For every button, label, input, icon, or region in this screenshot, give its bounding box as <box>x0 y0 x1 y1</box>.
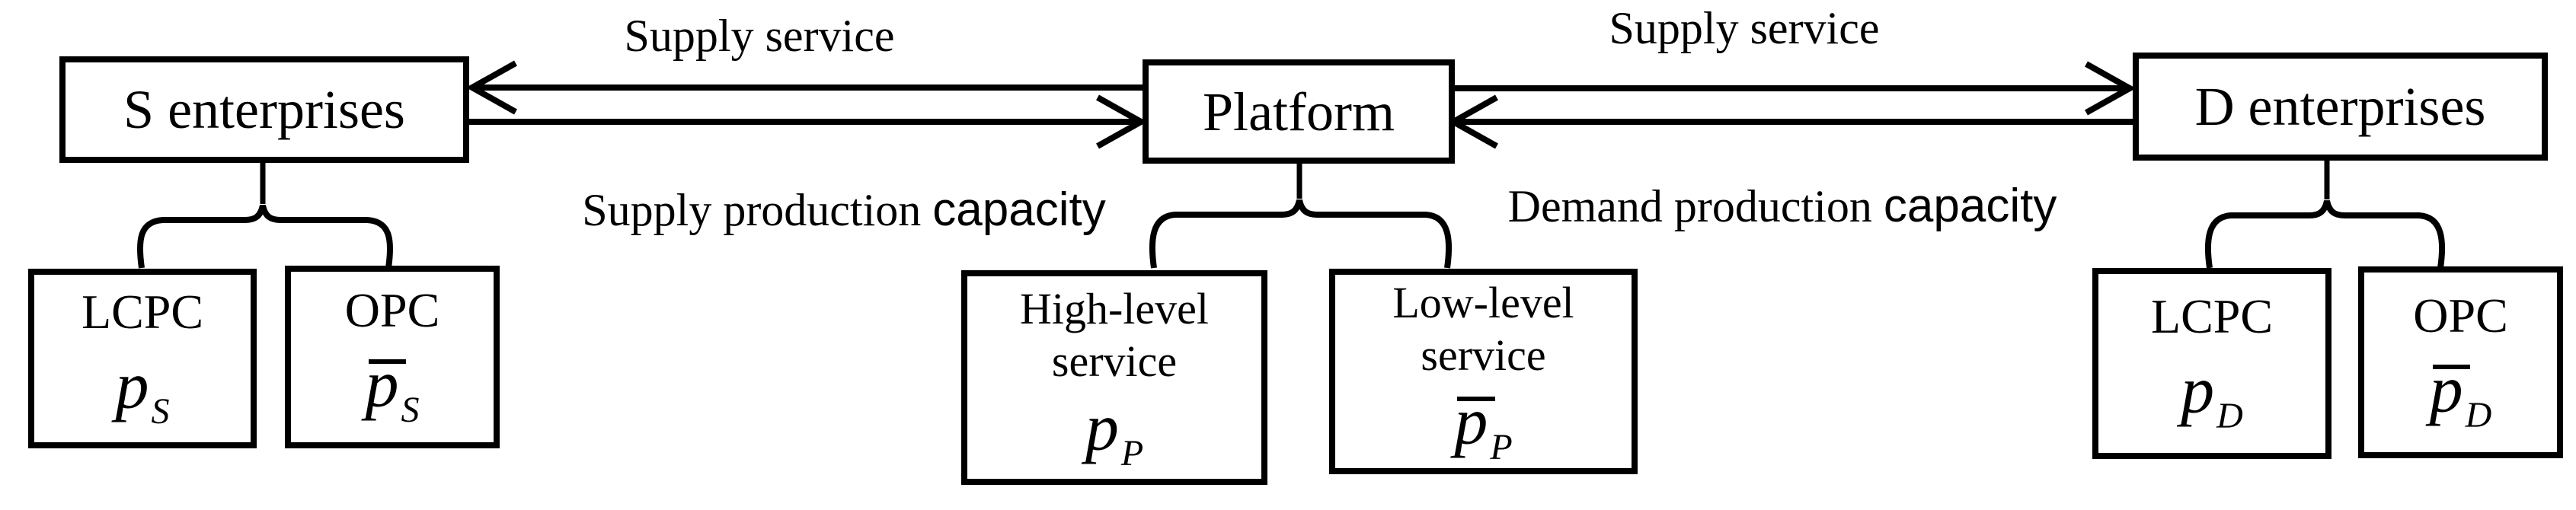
symbol-subscript: P <box>1490 426 1513 467</box>
symbol-base: p <box>2429 352 2463 427</box>
symbol-subscript: D <box>2216 396 2243 436</box>
node-lcpc-s-title: LCPC <box>81 284 204 339</box>
label-supply-service-right: Supply service <box>1609 3 1880 53</box>
node-lcpc-s: LCPC pS <box>28 269 257 448</box>
label-supply-production-capacity: Supply production capacity <box>582 185 1105 234</box>
symbol-p-p: pP <box>1085 394 1144 473</box>
symbol-pbar-s: pS <box>366 351 420 430</box>
symbol-base-wrap: p <box>1454 388 1495 456</box>
node-d-enterprises-label: D enterprises <box>2194 76 2486 137</box>
symbol-subscript: S <box>151 390 170 432</box>
label-demand-production-serif: Demand production <box>1507 181 1872 231</box>
symbol-base-wrap: p <box>2181 358 2214 425</box>
node-opc-d-title: OPC <box>2413 288 2508 343</box>
node-high-level-service: High-level service pP <box>961 270 1267 485</box>
node-low-level-service-title: Low-level service <box>1392 277 1574 381</box>
label-supply-production-sans: capacity <box>932 183 1106 236</box>
symbol-base: p <box>2181 354 2215 428</box>
symbol-base: p <box>365 347 399 422</box>
symbol-base: p <box>1454 384 1488 459</box>
node-opc-s-title: OPC <box>344 282 440 337</box>
node-low-level-service: Low-level service pP <box>1329 269 1638 474</box>
title-line-2: service <box>1421 330 1546 380</box>
symbol-subscript: D <box>2465 394 2492 435</box>
node-s-enterprises: S enterprises <box>59 56 469 163</box>
arrowhead-right-at-platform-icon <box>1096 94 1148 149</box>
symbol-base-wrap: p <box>116 352 149 420</box>
platform-brace <box>1149 199 1453 269</box>
title-line-2: service <box>1051 336 1178 386</box>
node-opc-d: OPC pD <box>2358 266 2563 458</box>
title-line-1: Low-level <box>1392 278 1574 328</box>
symbol-subscript: P <box>1120 432 1144 473</box>
arrowhead-left-at-s-icon <box>465 60 517 115</box>
node-d-enterprises: D enterprises <box>2133 53 2548 161</box>
label-supply-production-serif: Supply production <box>582 185 922 235</box>
d-brace <box>2204 199 2446 269</box>
node-platform: Platform <box>1143 59 1455 164</box>
label-demand-production-capacity: Demand production capacity <box>1508 181 2057 231</box>
node-lcpc-d: LCPC pD <box>2092 268 2332 459</box>
symbol-pbar-p: pP <box>1454 388 1513 467</box>
symbol-base-wrap: p <box>2430 356 2470 424</box>
symbol-subscript: S <box>401 389 420 430</box>
symbol-p-s: pS <box>116 352 170 432</box>
node-platform-label: Platform <box>1203 81 1395 142</box>
label-demand-production-sans: capacity <box>1883 180 2057 232</box>
symbol-base: p <box>1085 390 1119 465</box>
symbol-base-wrap: p <box>1085 394 1119 462</box>
arrowhead-right-at-d-icon <box>2085 61 2137 116</box>
node-high-level-service-title: High-level service <box>1020 283 1209 387</box>
s-brace <box>136 204 394 269</box>
symbol-pbar-d: pD <box>2430 356 2492 435</box>
symbol-base-wrap: p <box>366 351 406 419</box>
symbol-p-d: pD <box>2181 358 2243 435</box>
node-s-enterprises-label: S enterprises <box>123 79 405 140</box>
node-opc-s: OPC pS <box>285 266 500 448</box>
title-line-1: High-level <box>1019 284 1210 334</box>
node-lcpc-d-title: LCPC <box>2150 289 2274 343</box>
label-supply-service-left: Supply service <box>624 11 895 61</box>
symbol-base: p <box>115 349 149 423</box>
